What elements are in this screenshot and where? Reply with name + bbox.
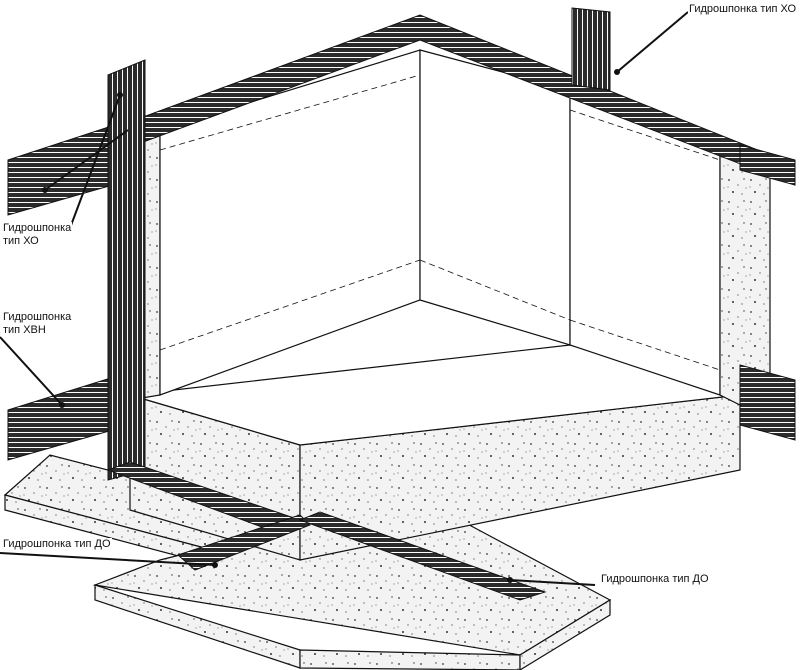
label-waterstop-xvn-line2: тип ХВН: [2, 324, 47, 337]
waterstop-right-band: [739, 144, 796, 441]
waterstop-do-right: [298, 511, 547, 601]
label-waterstop-xo-left-line1: Гидрошпонка: [2, 222, 73, 235]
leader-lines: [0, 11, 689, 586]
waterstop-vertical-left: [107, 59, 146, 481]
leader-dots: [42, 69, 620, 583]
strip-footing-cross: [92, 499, 612, 670]
wall-left: [129, 49, 421, 401]
label-waterstop-xvn-line1: Гидрошпонка: [2, 311, 73, 324]
waterstop-vertical-right: [571, 7, 611, 91]
floor-slab: [129, 344, 741, 561]
label-waterstop-xo-left-line2: тип ХО: [2, 235, 40, 248]
label-waterstop-xo-top-right: Гидрошпонка тип ХО: [688, 3, 798, 16]
label-waterstop-do-left: Гидрошпонка тип ДО: [2, 538, 112, 551]
wall-right: [419, 49, 771, 421]
label-waterstop-do-right: Гидрошпонка тип ДО: [600, 573, 710, 586]
